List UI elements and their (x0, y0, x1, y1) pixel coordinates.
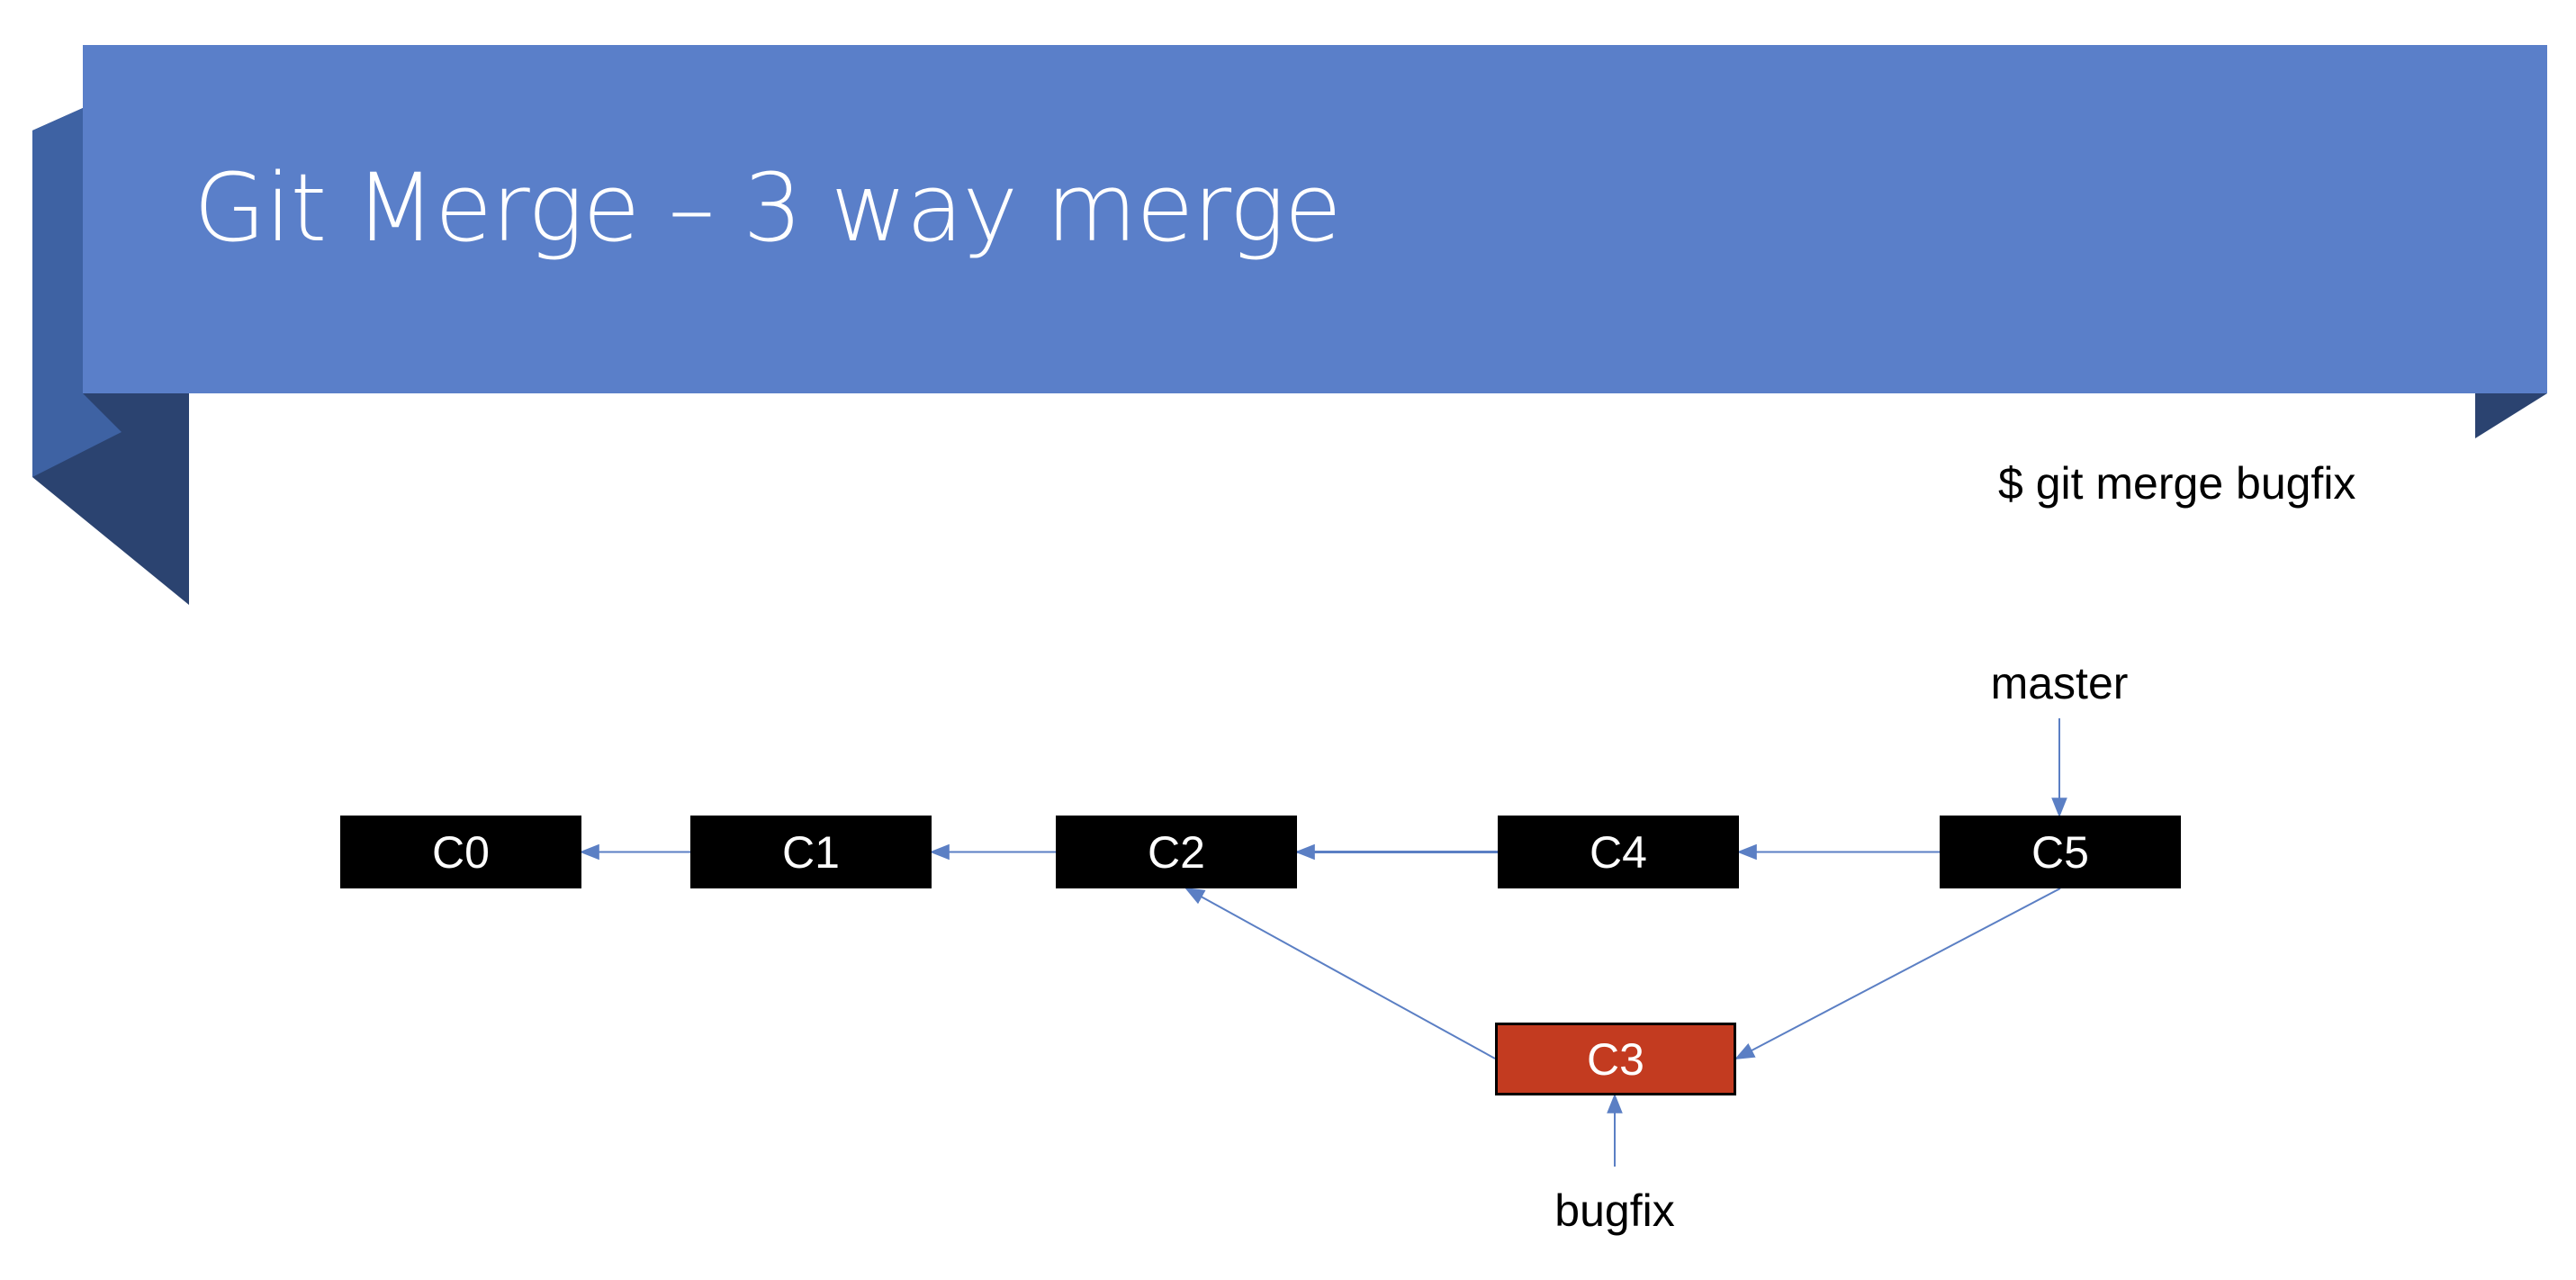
git-command: $ git merge bugfix (1998, 458, 2356, 509)
commit-c5: C5 (1940, 816, 2181, 888)
commit-c0: C0 (340, 816, 581, 888)
title-banner (83, 45, 2547, 393)
branch-label-bugfix: bugfix (1554, 1185, 1675, 1236)
slide-title: Git Merge – 3 way merge (194, 153, 1342, 263)
commit-c4: C4 (1498, 816, 1739, 888)
commit-c2: C2 (1056, 816, 1297, 888)
commit-c3: C3 (1495, 1023, 1736, 1095)
branch-label-master: master (1990, 658, 2129, 708)
link-c5-c3 (1734, 888, 2061, 1060)
banner-right-tail (2475, 393, 2547, 438)
commit-c1: C1 (690, 816, 932, 888)
banner-left-fold-mid (32, 108, 122, 477)
link-c3-c2 (1184, 887, 1496, 1059)
